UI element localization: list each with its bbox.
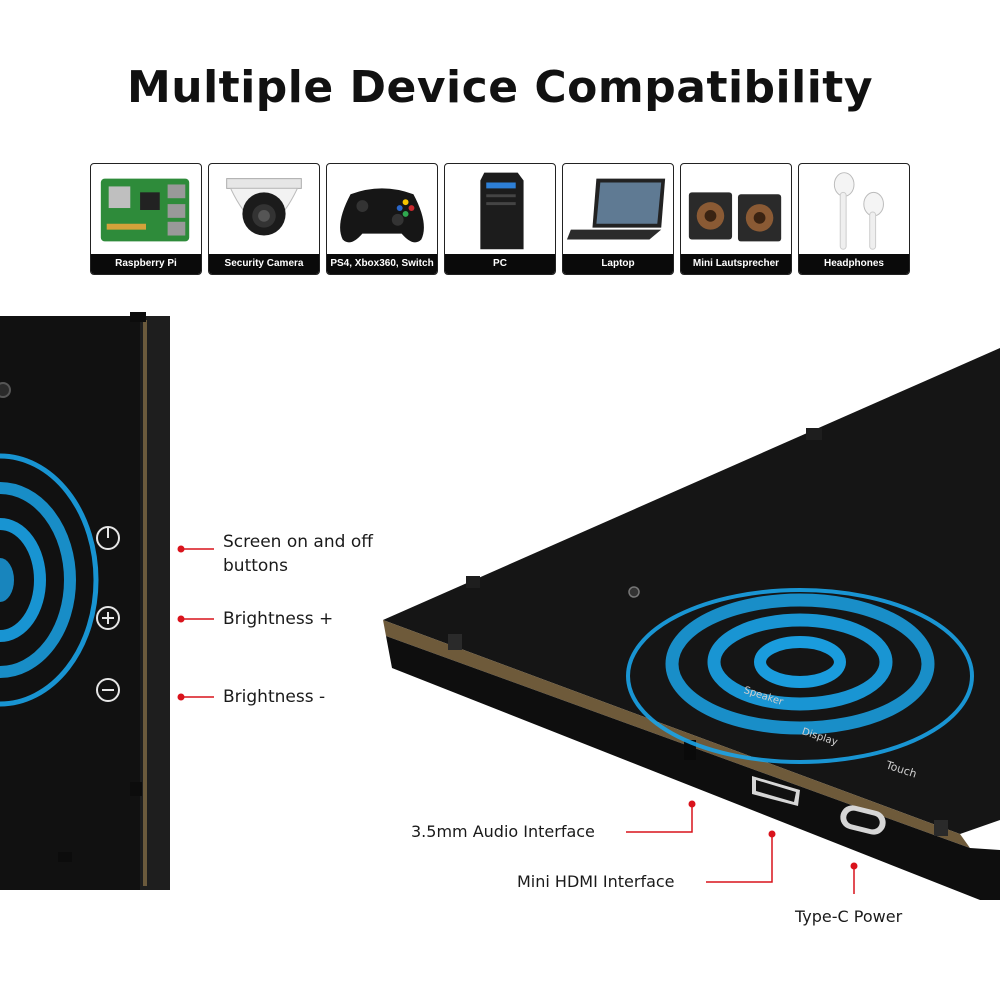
- right-callout-lines: [626, 806, 855, 894]
- device-label: Raspberry Pi: [91, 254, 201, 274]
- callout-brightness-plus: Brightness +: [223, 609, 334, 629]
- mini-hdmi-port-icon: [752, 776, 800, 806]
- usb-c-port-icon: [840, 805, 886, 835]
- device-label: PS4, Xbox360, Switch: [327, 254, 437, 274]
- right-callout-dots: [688, 800, 858, 870]
- laptop-icon: [566, 178, 666, 240]
- device-label: Laptop: [563, 254, 673, 274]
- raspberry-pi-board-icon: [100, 178, 190, 242]
- speaker-wave-icon: [626, 588, 974, 764]
- power-icon[interactable]: [96, 526, 120, 550]
- device-label: Mini Lautsprecher: [681, 254, 791, 274]
- device-label: PC: [445, 254, 555, 274]
- monitor-side-view: [0, 312, 170, 890]
- device-label: Headphones: [799, 254, 909, 274]
- device-card-laptop: Laptop: [562, 163, 674, 275]
- device-card-pc: PC: [444, 163, 556, 275]
- brightness-plus-icon[interactable]: [96, 606, 120, 630]
- device-card-raspberry-pi: Raspberry Pi: [90, 163, 202, 275]
- callout-type-c-power: Type-C Power: [795, 907, 903, 926]
- device-card-headphones: Headphones: [798, 163, 910, 275]
- left-callout-dots: [177, 545, 185, 701]
- page-title: Multiple Device Compatibility: [126, 62, 874, 113]
- callout-power-buttons: Screen on and off buttons: [223, 532, 373, 576]
- callout-brightness-minus: Brightness -: [223, 687, 326, 707]
- left-callout-lines: [182, 548, 214, 698]
- mini-speakers-icon: [688, 192, 782, 242]
- device-card-security-camera: Security Camera: [208, 163, 320, 275]
- game-controller-icon: [340, 188, 424, 243]
- callout-audio-interface: 3.5mm Audio Interface: [411, 822, 595, 841]
- speaker-wave-icon: [0, 453, 99, 707]
- device-compatibility-row: Raspberry Pi Security Camera PS4, Xbox36…: [90, 163, 912, 277]
- monitor-angled-view: Touch Display Speaker: [383, 348, 1000, 900]
- device-card-mini-speakers: Mini Lautsprecher: [680, 163, 792, 275]
- pc-tower-icon: [480, 172, 524, 250]
- headphones-icon: [833, 172, 884, 250]
- device-card-game-console: PS4, Xbox360, Switch: [326, 163, 438, 275]
- security-camera-icon: [226, 178, 302, 236]
- brightness-minus-icon[interactable]: [96, 678, 120, 702]
- device-label: Security Camera: [209, 254, 319, 274]
- callout-hdmi-interface: Mini HDMI Interface: [517, 872, 675, 891]
